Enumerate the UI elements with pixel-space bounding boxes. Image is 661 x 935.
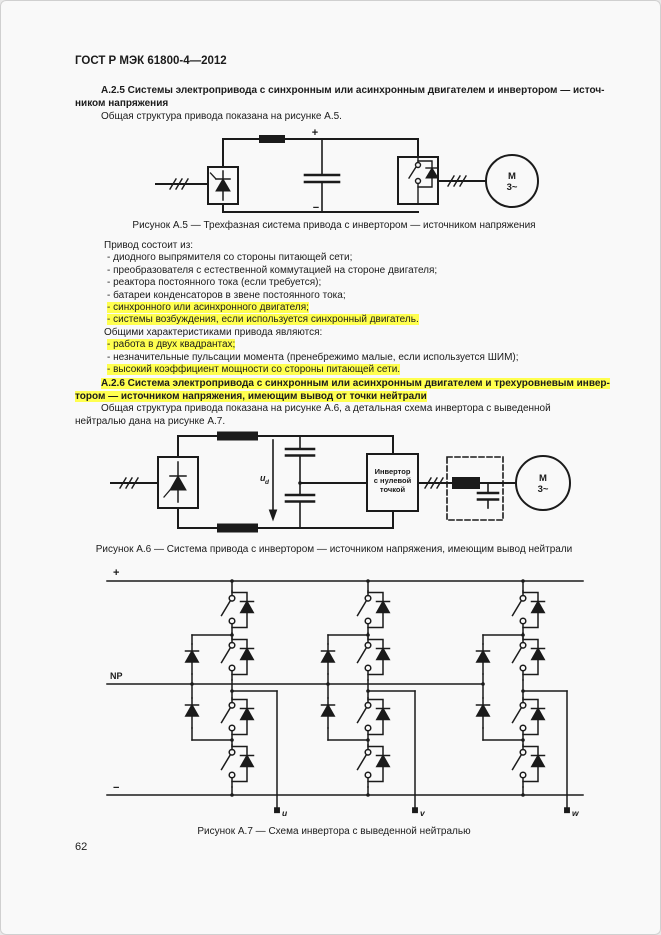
list-item: - преобразователя с естественной коммута…	[107, 264, 438, 276]
minus-label: −	[313, 202, 319, 214]
inverter-box-label: Инвертор	[375, 467, 411, 476]
section-a26-heading: А.2.6 Система электропривода с синхронны…	[75, 377, 610, 403]
phase-w-label: w	[572, 808, 580, 818]
list-item: - системы возбуждения, если используется…	[107, 314, 419, 326]
dc-capacitor	[303, 138, 341, 213]
inverter-leg-u	[184, 579, 280, 814]
motor-icon	[515, 455, 571, 511]
ud-voltage-arrow	[268, 439, 278, 522]
ud-subscript: d	[265, 479, 270, 486]
plus-rail-label: +	[113, 567, 119, 579]
section-a26-intro: Общая структура привода показана на рису…	[75, 403, 551, 427]
figure-a6-diagram: u d Инвертор с нулевой точкой M 3~	[110, 431, 571, 533]
rectifier-symbol	[207, 166, 239, 205]
heading-line: А.2.6 Система электропривода с синхронны…	[101, 378, 610, 389]
document-header: ГОСТ Р МЭК 61800-4—2012	[75, 55, 227, 67]
list-item: - незначительные пульсации момента (прен…	[107, 351, 519, 363]
phase-u-label: u	[282, 808, 288, 818]
dc-link-capacitors	[284, 435, 368, 529]
list-lead: Общими характеристиками привода являются…	[104, 326, 323, 338]
list-item: - диодного выпрямителя со стороны питающ…	[107, 252, 353, 264]
dc-choke-top	[217, 431, 258, 441]
list-lead: Привод состоит из:	[104, 240, 194, 251]
inverter-leg-v	[320, 579, 418, 814]
phase-v-label: v	[420, 808, 426, 818]
list-item: - синхронного или асинхронного двигателя…	[107, 302, 309, 314]
rectifier-symbol	[157, 456, 199, 509]
section-a25-heading: А.2.5 Системы электропривода с синхронны…	[75, 84, 604, 110]
inverter-box-label: точкой	[380, 485, 406, 494]
dc-choke	[259, 135, 285, 143]
inverter-box-label: с нулевой	[374, 476, 412, 485]
figure-a7-caption: Рисунок А.7 — Схема инвертора с выведенн…	[197, 826, 471, 837]
dc-choke-bottom	[217, 523, 258, 533]
inverter-symbol	[397, 138, 439, 205]
minus-rail-label: −	[113, 782, 119, 794]
motor-icon	[485, 154, 539, 208]
three-phase-marks	[447, 175, 467, 187]
figure-a5-caption: Рисунок А.5 — Трехфазная система привода…	[132, 220, 536, 231]
three-phase-marks	[119, 477, 139, 489]
heading-line: А.2.5 Системы электропривода с синхронны…	[101, 85, 605, 96]
motor-label-3ph: 3~	[507, 182, 518, 193]
motor-label-m: M	[508, 171, 516, 182]
motor-label-3ph: 3~	[538, 484, 549, 495]
list-item: - работа в двух квадрантах;	[107, 339, 236, 351]
inverter-leg-w	[475, 579, 570, 814]
drive-components-list: Привод состоит из: - диодного выпрямител…	[75, 240, 519, 376]
section-a25-intro: Общая структура привода показана на рису…	[101, 111, 342, 122]
page-number: 62	[75, 841, 88, 853]
motor-label-m: M	[539, 473, 547, 484]
figure-a6-caption: Рисунок А.6 — Система привода с инвертор…	[95, 544, 573, 555]
three-phase-marks	[169, 178, 189, 190]
figure-a5-diagram: + − M 3~	[155, 127, 539, 214]
list-item: - реактора постоянного тока (если требуе…	[107, 277, 322, 289]
figure-a7-diagram: + NP − u v w	[106, 567, 584, 818]
output-filter	[446, 456, 504, 521]
np-rail-label: NP	[110, 671, 123, 681]
three-phase-marks	[424, 477, 444, 489]
list-item: - батареи конденсаторов в звене постоянн…	[107, 289, 346, 301]
ud-label: u	[260, 473, 266, 483]
heading-line: ником напряжения	[75, 98, 169, 109]
list-item: - высокий коэффициент мощности со сторон…	[107, 364, 401, 376]
heading-line: тором — источником напряжения, имеющим в…	[75, 391, 427, 402]
plus-label: +	[312, 127, 318, 139]
